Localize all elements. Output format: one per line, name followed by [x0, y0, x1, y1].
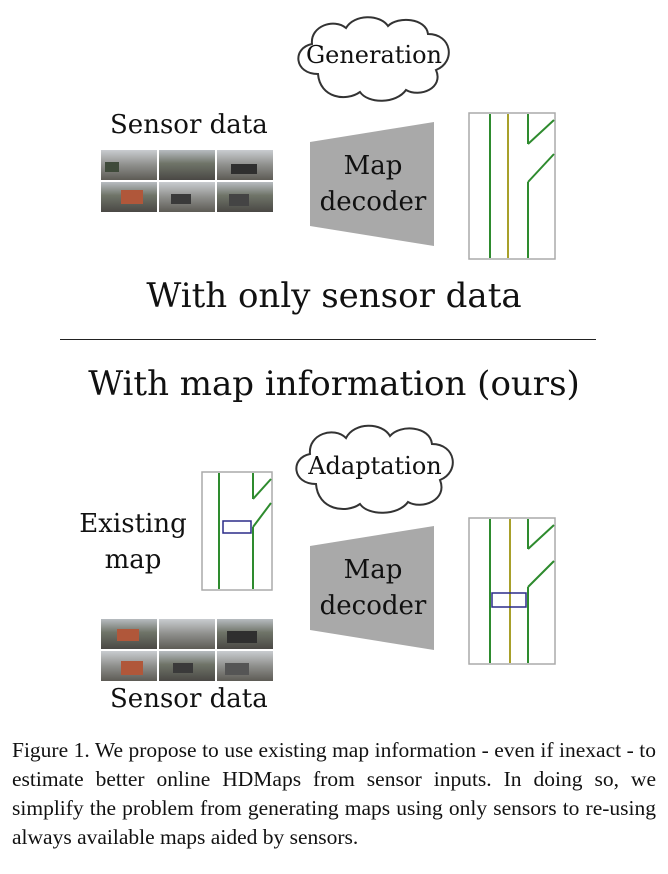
existing-map — [201, 471, 273, 591]
heading-with-map: With map information (ours) — [88, 364, 580, 404]
sensor-image-grid-top — [101, 150, 273, 212]
sensor-image-grid-bottom — [101, 619, 273, 681]
adaptation-cloud — [295, 424, 454, 514]
map-decoder-top — [310, 122, 434, 246]
output-map-bottom — [468, 517, 556, 665]
decoder-label-line2: decoder — [319, 591, 427, 621]
decoder-label-line1: Map — [343, 555, 403, 585]
existing-map-label-line1: Existing — [79, 509, 187, 539]
output-map-top — [468, 112, 556, 260]
decoder-label-line1: Map — [343, 151, 403, 181]
section-divider — [60, 339, 596, 340]
decoder-label-bottom: Map decoder — [318, 552, 428, 624]
map-decoder-bottom — [310, 526, 434, 650]
camera-images — [101, 619, 273, 681]
decoder-label-top: Map decoder — [318, 148, 428, 220]
heading-only-sensor: With only sensor data — [146, 276, 522, 316]
sensor-data-label-top: Sensor data — [110, 110, 268, 140]
adaptation-label: Adaptation — [308, 452, 442, 480]
sensor-data-label-bottom: Sensor data — [110, 684, 268, 714]
generation-cloud — [297, 16, 450, 102]
existing-map-label: Existing map — [78, 506, 188, 578]
existing-map-label-line2: map — [104, 545, 162, 575]
figure-caption: Figure 1. We propose to use existing map… — [12, 738, 656, 849]
decoder-label-line2: decoder — [319, 187, 427, 217]
camera-images — [101, 150, 273, 212]
generation-label: Generation — [305, 41, 443, 69]
